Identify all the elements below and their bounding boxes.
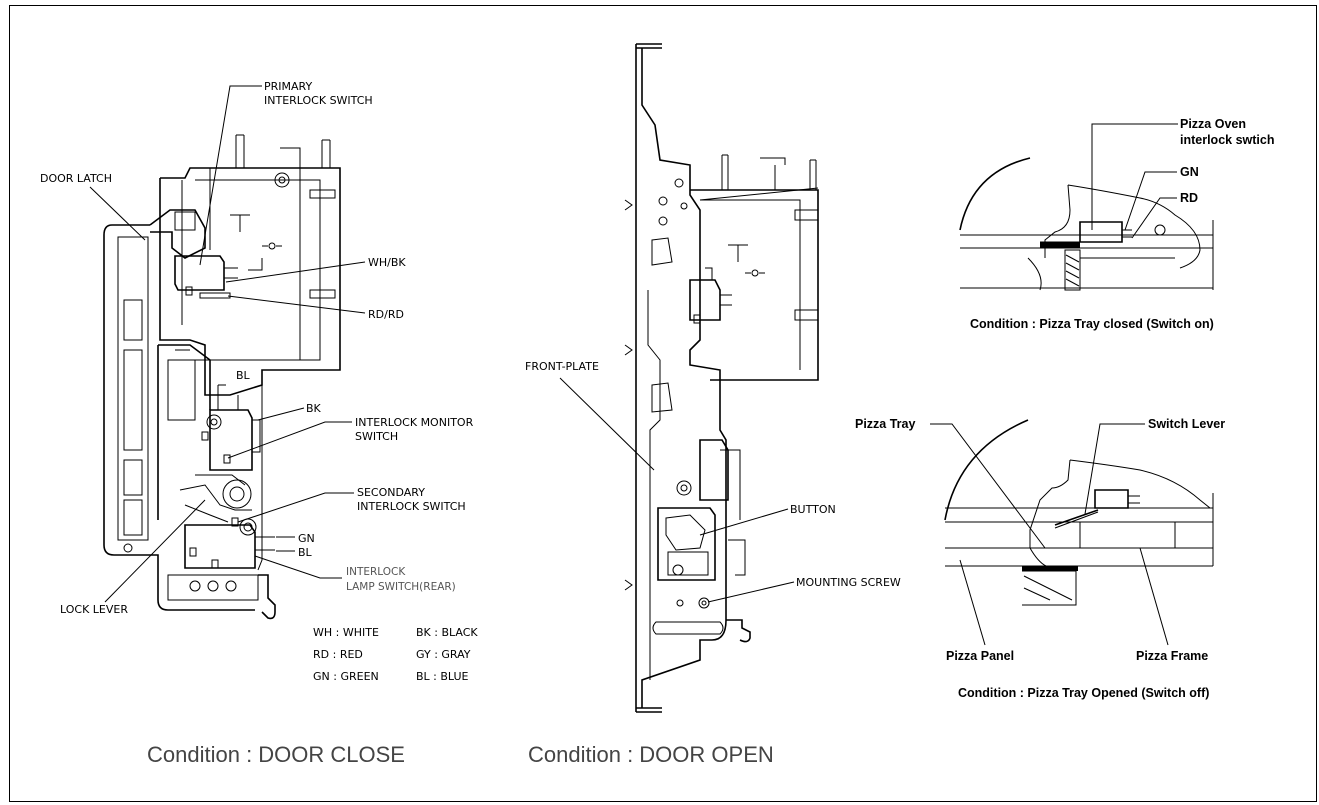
label-pizza-panel: Pizza Panel bbox=[946, 649, 1014, 663]
legend-gn: GN : GREEN bbox=[313, 670, 379, 683]
label-gn: GN bbox=[298, 532, 315, 545]
label-primary-1: PRIMARY bbox=[264, 80, 312, 93]
label-secondary-2: INTERLOCK SWITCH bbox=[357, 500, 466, 513]
door-close-labels: PRIMARY INTERLOCK SWITCH DOOR LATCH WH/B… bbox=[40, 80, 474, 616]
wire-color-legend: WH : WHITE BK : BLACK RD : RED GY : GRAY… bbox=[313, 626, 478, 683]
label-mounting-screw: MOUNTING SCREW bbox=[796, 576, 901, 589]
label-lock-lever: LOCK LEVER bbox=[60, 603, 128, 616]
label-front-plate: FRONT-PLATE bbox=[525, 360, 599, 373]
label-pizza-switch-2: interlock swtich bbox=[1180, 133, 1274, 147]
legend-gy: GY : GRAY bbox=[416, 648, 471, 661]
label-bl: BL bbox=[236, 369, 251, 382]
legend-bl: BL : BLUE bbox=[416, 670, 469, 683]
door-open-assembly bbox=[624, 43, 819, 713]
door-close-assembly bbox=[103, 134, 341, 620]
label-bk: BK bbox=[306, 402, 322, 415]
label-primary-2: INTERLOCK SWITCH bbox=[264, 94, 373, 107]
label-pizza-gn: GN bbox=[1180, 165, 1199, 179]
label-lamp-2: LAMP SWITCH(REAR) bbox=[346, 581, 456, 593]
legend-rd: RD : RED bbox=[313, 648, 363, 661]
door-close-condition: Condition : DOOR CLOSE bbox=[147, 742, 405, 767]
pizza-closed-labels: Pizza Oven interlock swtich GN RD Condit… bbox=[970, 117, 1274, 331]
label-button: BUTTON bbox=[790, 503, 836, 516]
door-open-labels: FRONT-PLATE BUTTON MOUNTING SCREW bbox=[525, 360, 901, 603]
pizza-opened-condition: Condition : Pizza Tray Opened (Switch of… bbox=[958, 686, 1209, 700]
label-pizza-tray: Pizza Tray bbox=[855, 417, 915, 431]
pizza-closed-condition: Condition : Pizza Tray closed (Switch on… bbox=[970, 317, 1214, 331]
label-monitor-1: INTERLOCK MONITOR bbox=[355, 416, 474, 429]
door-open-condition: Condition : DOOR OPEN bbox=[528, 742, 774, 767]
pizza-opened-detail bbox=[944, 419, 1214, 606]
legend-bk: BK : BLACK bbox=[416, 626, 478, 639]
label-bl2: BL bbox=[298, 546, 313, 559]
label-secondary-1: SECONDARY bbox=[357, 486, 425, 499]
label-pizza-frame: Pizza Frame bbox=[1136, 649, 1208, 663]
pizza-closed-detail bbox=[959, 157, 1214, 291]
label-pizza-switch-1: Pizza Oven bbox=[1180, 117, 1246, 131]
label-switch-lever: Switch Lever bbox=[1148, 417, 1225, 431]
diagram-frame bbox=[9, 5, 1317, 802]
label-wh-bk: WH/BK bbox=[368, 256, 406, 269]
label-door-latch: DOOR LATCH bbox=[40, 172, 112, 185]
label-pizza-rd: RD bbox=[1180, 191, 1198, 205]
legend-wh: WH : WHITE bbox=[313, 626, 379, 639]
label-lamp-1: INTERLOCK bbox=[346, 566, 406, 578]
label-rd-rd: RD/RD bbox=[368, 308, 404, 321]
label-monitor-2: SWITCH bbox=[355, 430, 398, 443]
pizza-opened-labels: Pizza Tray Switch Lever Pizza Panel Pizz… bbox=[855, 417, 1225, 700]
